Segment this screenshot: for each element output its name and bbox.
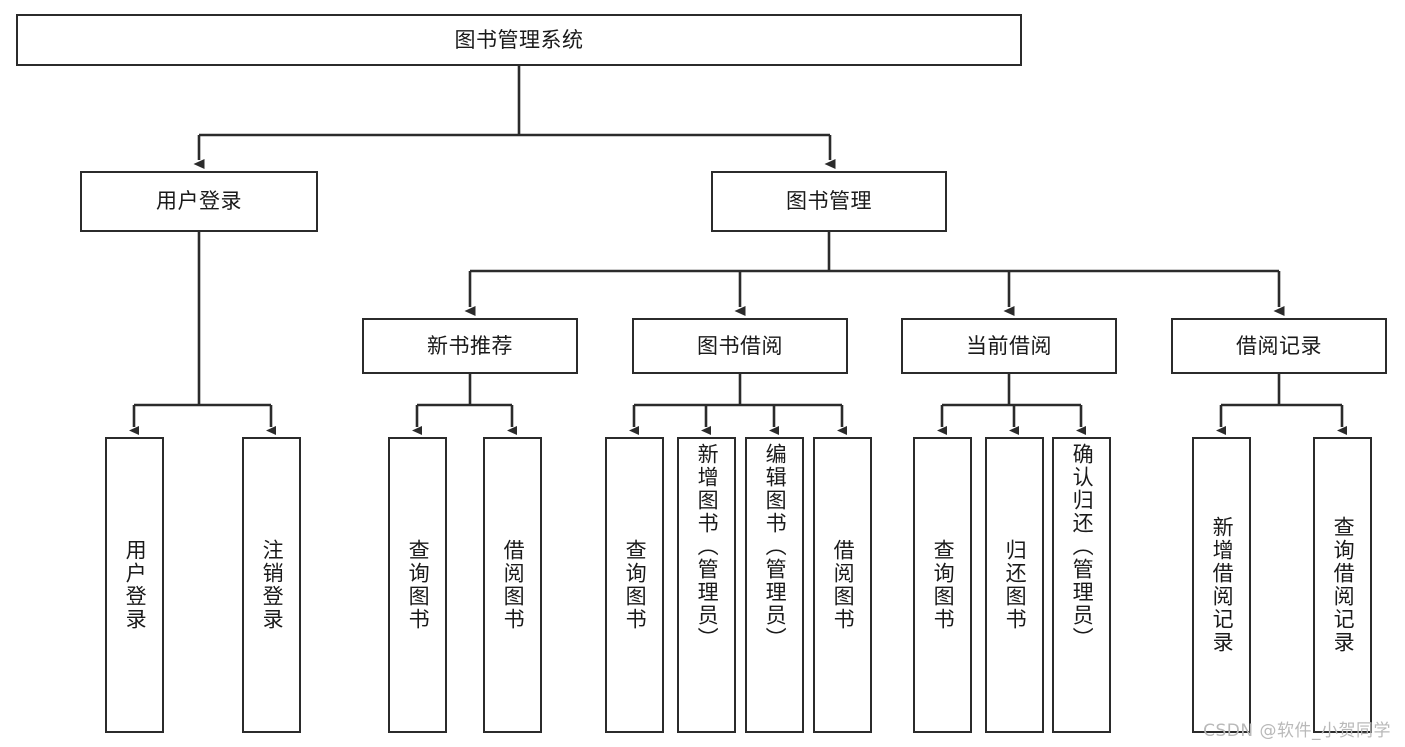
- node-book-management[interactable]: 图书管理: [711, 171, 947, 232]
- leaf-borrow-book-1-label: 借阅图书: [501, 539, 526, 631]
- node-user-login[interactable]: 用户登录: [80, 171, 318, 232]
- leaf-borrow-book-2-label: 借阅图书: [831, 539, 856, 631]
- node-user-login-label: 用户登录: [156, 189, 242, 214]
- leaf-query-borrow-record[interactable]: 查询借阅记录: [1313, 437, 1372, 733]
- leaf-add-book-label: 新增图书（管理员）: [695, 443, 720, 650]
- node-current-borrow[interactable]: 当前借阅: [901, 318, 1117, 374]
- leaf-query-book-1[interactable]: 查询图书: [388, 437, 447, 733]
- leaf-add-borrow-record-label: 新增借阅记录: [1210, 516, 1235, 654]
- leaf-borrow-book-2[interactable]: 借阅图书: [813, 437, 872, 733]
- node-root-label: 图书管理系统: [454, 27, 584, 52]
- leaf-query-borrow-record-label: 查询借阅记录: [1331, 516, 1356, 654]
- node-book-borrow[interactable]: 图书借阅: [632, 318, 848, 374]
- leaf-query-book-3[interactable]: 查询图书: [913, 437, 972, 733]
- node-borrow-records[interactable]: 借阅记录: [1171, 318, 1387, 374]
- leaf-return-book-label: 归还图书: [1003, 539, 1028, 631]
- leaf-confirm-return[interactable]: 确认归还（管理员）: [1052, 437, 1111, 733]
- leaf-user-logout[interactable]: 注销登录: [242, 437, 301, 733]
- node-current-borrow-label: 当前借阅: [966, 333, 1052, 358]
- leaf-return-book[interactable]: 归还图书: [985, 437, 1044, 733]
- node-borrow-records-label: 借阅记录: [1236, 333, 1322, 358]
- node-book-borrow-label: 图书借阅: [697, 333, 783, 358]
- leaf-user-login[interactable]: 用户登录: [105, 437, 164, 733]
- leaf-query-book-2[interactable]: 查询图书: [605, 437, 664, 733]
- leaf-borrow-book-1[interactable]: 借阅图书: [483, 437, 542, 733]
- node-new-book-recommend[interactable]: 新书推荐: [362, 318, 578, 374]
- leaf-edit-book-label: 编辑图书（管理员）: [763, 443, 788, 650]
- leaf-query-book-3-label: 查询图书: [931, 539, 956, 631]
- leaf-user-logout-label: 注销登录: [260, 539, 285, 631]
- leaf-query-book-2-label: 查询图书: [623, 539, 648, 631]
- node-book-management-label: 图书管理: [786, 189, 872, 214]
- leaf-edit-book[interactable]: 编辑图书（管理员）: [745, 437, 804, 733]
- leaf-add-book[interactable]: 新增图书（管理员）: [677, 437, 736, 733]
- node-new-book-recommend-label: 新书推荐: [427, 333, 513, 358]
- node-root[interactable]: 图书管理系统: [16, 14, 1022, 66]
- csdn-watermark: CSDN @软件_小贺同学: [1203, 721, 1391, 741]
- leaf-query-book-1-label: 查询图书: [406, 539, 431, 631]
- leaf-confirm-return-label: 确认归还（管理员）: [1070, 443, 1095, 650]
- leaf-user-login-label: 用户登录: [123, 539, 148, 631]
- leaf-add-borrow-record[interactable]: 新增借阅记录: [1192, 437, 1251, 733]
